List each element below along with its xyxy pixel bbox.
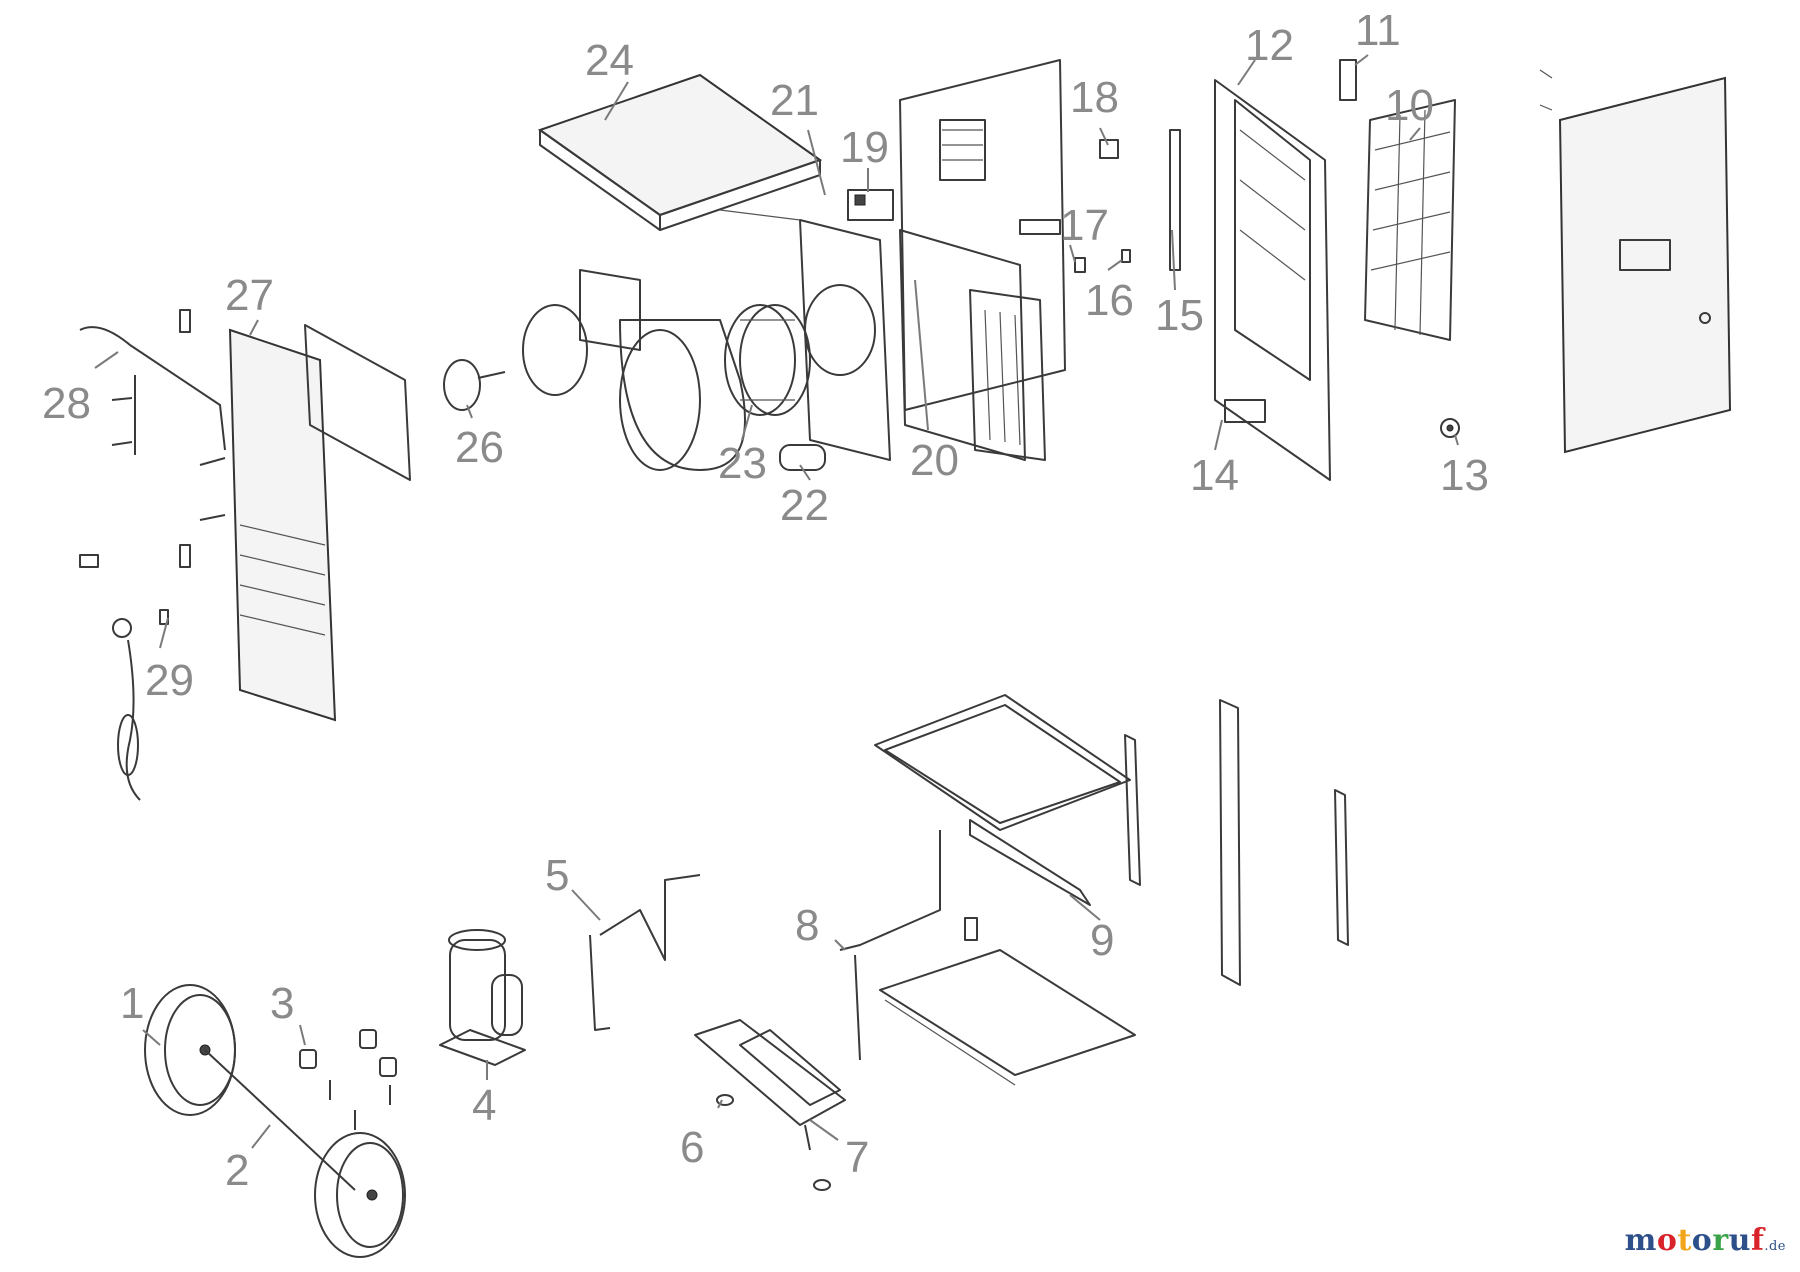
part-label xyxy=(1339,59,1357,101)
part-compressor xyxy=(439,929,526,1066)
callout-17: 17 xyxy=(1060,201,1109,250)
callout-26: 26 xyxy=(455,423,504,472)
callout-18: 18 xyxy=(1070,73,1119,122)
part-air-filter xyxy=(1364,99,1456,341)
callout-28: 28 xyxy=(42,379,91,428)
part-grommets xyxy=(716,1094,831,1191)
callout-23: 23 xyxy=(718,439,767,488)
part-base-plate xyxy=(879,949,1136,1086)
part-evaporator-coil xyxy=(899,229,1046,461)
callout-16: 16 xyxy=(1085,276,1134,325)
watermark-logo: motoruf.de xyxy=(1625,1223,1786,1258)
part-refrigerant-pipe xyxy=(589,874,701,1031)
callout-14: 14 xyxy=(1190,451,1239,500)
callout-22: 22 xyxy=(780,481,829,530)
leader-lines xyxy=(94,54,1459,1149)
part-wheel-left xyxy=(144,984,236,1116)
part-blower-scroll xyxy=(579,269,746,471)
watermark-suffix: .de xyxy=(1764,1239,1786,1254)
part-motor-bracket xyxy=(522,304,588,396)
part-handle xyxy=(79,326,226,521)
callout-27: 27 xyxy=(225,271,274,320)
part-capacitor xyxy=(779,444,826,471)
callout-13: 13 xyxy=(1440,451,1489,500)
part-wheel-right xyxy=(314,1132,406,1258)
part-power-cord xyxy=(112,618,141,801)
callout-21: 21 xyxy=(770,76,819,125)
callout-10: 10 xyxy=(1385,81,1434,130)
watermark-letter: t xyxy=(1677,1223,1692,1258)
callout-29: 29 xyxy=(145,656,194,705)
part-knob xyxy=(1440,418,1460,438)
callout-12: 12 xyxy=(1245,21,1294,70)
watermark-letter: r xyxy=(1712,1223,1729,1258)
part-drain-tube xyxy=(839,830,978,1061)
callout-3: 3 xyxy=(270,979,294,1028)
callout-20: 20 xyxy=(910,436,959,485)
callout-2: 2 xyxy=(225,1146,249,1195)
part-fan-motor xyxy=(443,359,506,411)
watermark-letter: m xyxy=(1624,1223,1657,1258)
callout-8: 8 xyxy=(795,901,819,950)
part-fan-wheel xyxy=(724,304,811,416)
callout-11: 11 xyxy=(1355,6,1401,55)
callout-15: 15 xyxy=(1155,291,1204,340)
callout-6: 6 xyxy=(680,1123,704,1172)
part-rear-panel xyxy=(899,59,1066,411)
part-compressor-mount xyxy=(694,1019,846,1151)
callout-4: 4 xyxy=(472,1081,496,1130)
callout-9: 9 xyxy=(1090,916,1114,965)
part-clips xyxy=(79,309,191,625)
part-brackets-small xyxy=(1019,139,1131,273)
part-front-panel xyxy=(1539,69,1732,454)
part-condenser-frame xyxy=(1169,79,1331,481)
part-control-board xyxy=(847,189,894,221)
callout-numbers: 1 2 3 4 5 6 7 8 9 10 11 12 13 14 15 16 1… xyxy=(42,6,1489,1195)
part-side-rails xyxy=(1219,699,1349,986)
watermark-letter: o xyxy=(1691,1223,1713,1258)
part-side-panel xyxy=(228,324,411,722)
callout-19: 19 xyxy=(840,123,889,172)
watermark-letter: u xyxy=(1728,1223,1751,1258)
watermark-letter: o xyxy=(1656,1223,1678,1258)
watermark-letter: f xyxy=(1750,1223,1765,1258)
part-drain-tray-frame xyxy=(874,694,1141,906)
part-wheel-axle xyxy=(204,1049,356,1191)
callout-24: 24 xyxy=(585,36,634,85)
callout-1: 1 xyxy=(120,979,144,1028)
callout-5: 5 xyxy=(545,851,569,900)
callout-7: 7 xyxy=(845,1133,869,1182)
part-feet xyxy=(299,1029,397,1130)
watermark-wordmark: motoruf xyxy=(1625,1223,1765,1258)
